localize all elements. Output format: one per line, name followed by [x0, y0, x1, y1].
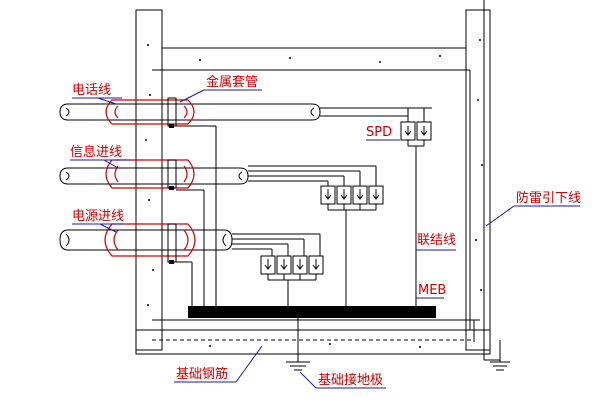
- label-metal-sleeve: 金属套管: [206, 74, 258, 90]
- info-conductors: [248, 165, 377, 186]
- label-meb: MEB: [418, 283, 446, 298]
- power-conductors: [232, 233, 321, 256]
- spd-power: [260, 255, 324, 308]
- concrete-texture: [145, 39, 483, 348]
- spd-phone: [400, 121, 432, 308]
- cable-phone: [59, 103, 321, 121]
- spd-info: [320, 185, 384, 308]
- phone-conductors: [320, 107, 432, 122]
- cable-info: [59, 167, 249, 185]
- label-power-line: 电源进线: [72, 209, 124, 224]
- sleeve-clamps: [167, 97, 177, 264]
- label-bonding-wire: 联结线: [417, 233, 456, 248]
- metal-sleeve-phone: [105, 99, 195, 125]
- meb-to-earth: [286, 318, 310, 371]
- building-top-slab: [161, 47, 467, 71]
- label-phone-line: 电话线: [72, 83, 111, 98]
- label-foundation-earth: 基础接地极: [318, 372, 383, 388]
- metal-sleeve-power: [104, 223, 196, 257]
- label-info-line: 信息进线: [70, 144, 122, 160]
- cable-power: [59, 229, 233, 251]
- ground-symbol-right: [490, 361, 510, 371]
- building-wall-right: [465, 9, 491, 351]
- sleeve-bonding-wires: [176, 125, 217, 308]
- building-wall-left: [135, 9, 163, 351]
- inner-room-outline: [152, 69, 480, 330]
- building-foundation: [135, 329, 491, 355]
- label-spd: SPD: [366, 125, 392, 140]
- label-lightning-downconductor: 防雷引下线: [516, 190, 581, 206]
- label-foundation-rebar: 基础钢筋: [176, 366, 228, 382]
- meb-bar: [188, 306, 436, 318]
- down-conductor: [473, 0, 501, 362]
